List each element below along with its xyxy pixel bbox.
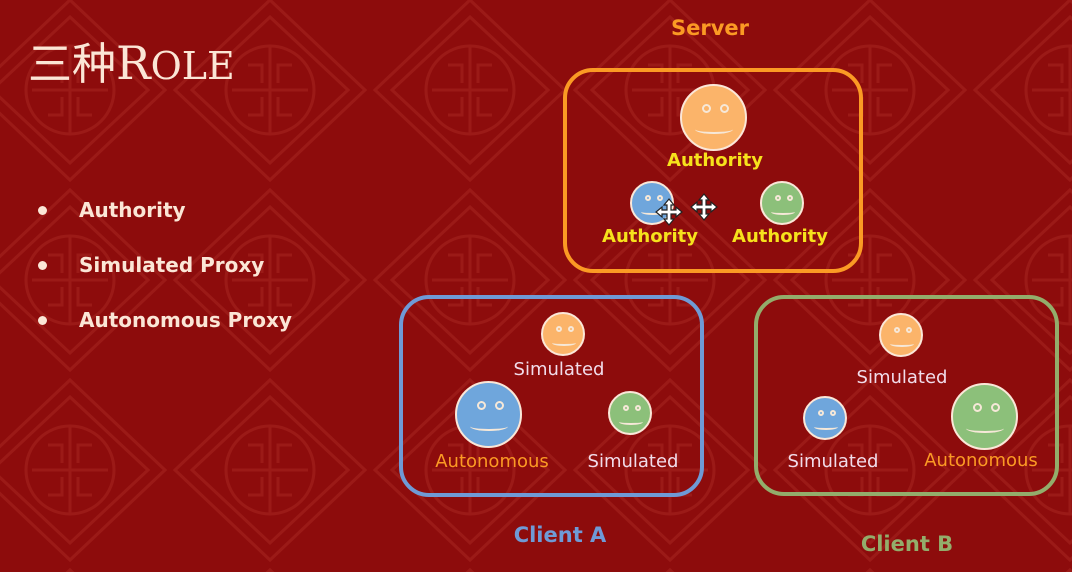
smiley-face-icon	[803, 396, 847, 440]
smiley-face-icon	[608, 391, 652, 435]
face-eye	[495, 401, 505, 411]
face-eye	[623, 404, 630, 411]
smiley-face-icon	[760, 181, 804, 225]
face-eye	[720, 104, 730, 114]
slide-title: 三种ROLE	[28, 28, 235, 92]
move-cursor-icon	[690, 193, 718, 221]
face-mouth	[470, 422, 508, 432]
smiley-face-icon	[455, 381, 522, 448]
server-heading: Server	[670, 16, 750, 40]
client-a-box	[399, 295, 704, 497]
title-en-rest: OLE	[150, 44, 235, 88]
role-label: Simulated	[587, 451, 679, 472]
role-label: Autonomous	[924, 450, 1038, 471]
face-eye	[906, 326, 913, 333]
list-item: Simulated Proxy	[36, 247, 292, 302]
face-mouth	[770, 209, 796, 215]
face-eye	[568, 325, 575, 332]
face-eye	[702, 104, 712, 114]
smiley-face-icon	[680, 84, 747, 151]
face-eye	[787, 194, 794, 201]
role-label: Simulated	[787, 451, 879, 472]
smiley-face-icon	[630, 181, 674, 225]
face-eye	[991, 403, 1001, 413]
face-eye	[556, 325, 563, 332]
face-eye	[973, 403, 983, 413]
face-mouth	[813, 424, 839, 430]
list-item-label: Autonomous Proxy	[79, 308, 292, 332]
face-mouth	[966, 424, 1004, 434]
role-label: Simulated	[856, 367, 948, 388]
title-chinese: 三种	[28, 39, 116, 90]
bullet-icon	[38, 316, 47, 325]
face-mouth	[695, 125, 733, 135]
face-eye	[818, 409, 825, 416]
list-item: Authority	[36, 192, 292, 247]
role-label: Authority	[667, 150, 763, 171]
face-mouth	[889, 341, 915, 347]
bullet-icon	[38, 206, 47, 215]
bullet-icon	[38, 261, 47, 270]
role-label: Authority	[732, 226, 828, 247]
list-item: Autonomous Proxy	[36, 302, 292, 357]
client-a-heading: Client A	[513, 523, 607, 547]
face-eye	[894, 326, 901, 333]
role-label: Simulated	[513, 359, 605, 380]
role-label: Autonomous	[435, 451, 549, 472]
client-b-box	[754, 295, 1059, 496]
face-eye	[657, 194, 664, 201]
face-eye	[645, 194, 652, 201]
role-list: Authority Simulated Proxy Autonomous Pro…	[36, 192, 292, 357]
client-b-heading: Client B	[860, 532, 954, 556]
face-eye	[635, 404, 642, 411]
smiley-face-icon	[879, 313, 923, 357]
face-eye	[477, 401, 487, 411]
face-eye	[775, 194, 782, 201]
title-en-first: R	[116, 36, 151, 90]
server-box	[563, 68, 863, 273]
face-mouth	[640, 209, 666, 215]
role-label: Authority	[602, 226, 698, 247]
face-eye	[830, 409, 837, 416]
list-item-label: Authority	[79, 198, 186, 222]
smiley-face-icon	[951, 383, 1018, 450]
move-cursor-icon	[655, 198, 683, 226]
list-item-label: Simulated Proxy	[79, 253, 265, 277]
smiley-face-icon	[541, 312, 585, 356]
face-mouth	[551, 340, 577, 346]
face-mouth	[618, 419, 644, 425]
